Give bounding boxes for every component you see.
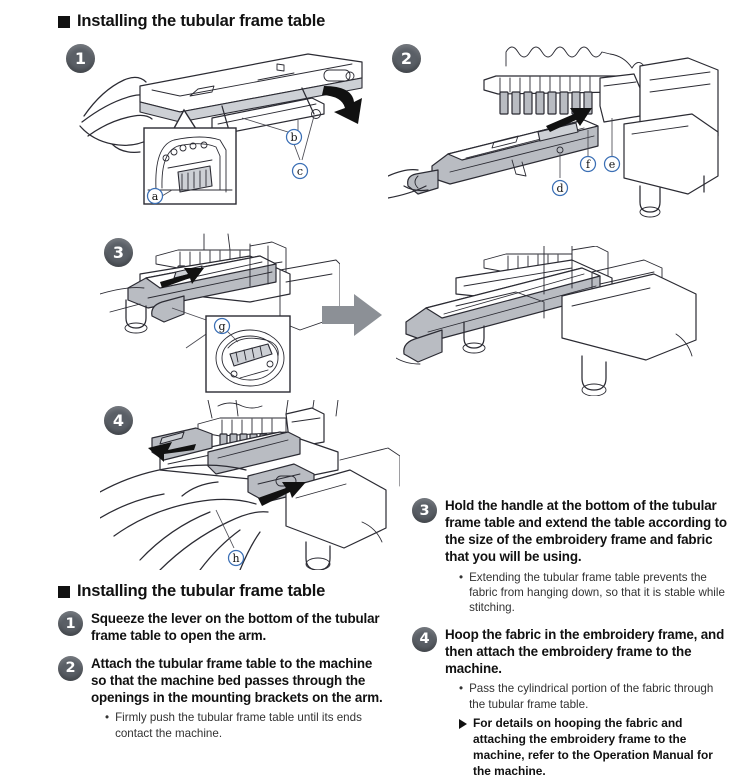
fabric-illustration [100, 464, 269, 570]
inset-detail-lever [143, 127, 237, 205]
top-heading-text: Installing the tubular frame table [77, 12, 326, 30]
extend-arrow-left-icon [148, 442, 196, 462]
tubular-frame-table [139, 53, 363, 140]
right-instruction-column: 3 Hold the handle at the bottom of the t… [412, 498, 732, 780]
step-note-text: Extending the tubular frame table preven… [469, 570, 725, 615]
figure-step-3-extended [396, 246, 750, 396]
callout-f: f [579, 155, 597, 173]
block-arrow-right-icon [322, 294, 382, 336]
figure-step-1: a b c [62, 40, 382, 220]
svg-text:g: g [218, 320, 225, 333]
svg-text:e: e [609, 158, 616, 171]
step-item-1: 1 Squeeze the lever on the bottom of the… [58, 611, 388, 645]
callout-c: c [291, 162, 309, 180]
square-bullet-icon [58, 15, 70, 28]
callout-g: g [213, 317, 231, 335]
step-title-2: Attach the tubular frame table to the ma… [91, 655, 383, 705]
bullet-dot-icon: • [105, 711, 110, 725]
svg-text:d: d [556, 182, 563, 195]
bullet-dot-icon: • [459, 682, 464, 696]
step-item-2: 2 Attach the tubular frame table to the … [58, 655, 388, 741]
figure-badge-3: 3 [104, 238, 133, 267]
step-note-text: Pass the cylindrical portion of the fabr… [469, 682, 714, 711]
callout-leaders [559, 118, 613, 178]
step-note-text: Firmly push the tubular frame table unti… [115, 711, 362, 740]
figure-step-3: g [100, 230, 340, 395]
step-badge-4: 4 [412, 626, 437, 652]
machine-base [455, 246, 697, 396]
step-item-4: 4 Hoop the fabric in the embroidery fram… [412, 626, 732, 780]
svg-text:a: a [152, 190, 159, 203]
step-note-3-1: • Extending the tubular frame table prev… [445, 570, 732, 616]
bottom-heading-text: Installing the tubular frame table [77, 582, 326, 600]
step-title-3: Hold the handle at the bottom of the tub… [445, 498, 727, 564]
step-title-4: Hoop the fabric in the embroidery frame,… [445, 626, 725, 676]
triangle-right-icon [459, 719, 467, 730]
callout-b: b [285, 128, 303, 146]
rotate-arrow-icon [322, 86, 362, 124]
callout-e: e [603, 155, 621, 173]
callout-d: d [551, 179, 569, 197]
step-note-4-2: For details on hooping the fabric and at… [445, 716, 732, 779]
svg-text:f: f [586, 158, 591, 171]
svg-text:h: h [232, 552, 239, 565]
left-instruction-column: Installing the tubular frame table 1 Squ… [58, 582, 388, 741]
callout-a: a [146, 187, 164, 205]
transition-arrow [322, 292, 384, 338]
step-badge-1: 1 [58, 611, 83, 636]
machine-base [285, 447, 400, 570]
figure-badge-4: 4 [104, 406, 133, 435]
step-item-3: 3 Hold the handle at the bottom of the t… [412, 498, 732, 616]
step-badge-2: 2 [58, 655, 83, 681]
bullet-dot-icon: • [459, 570, 464, 584]
tubular-frame-table [407, 119, 599, 195]
hand-illustration [388, 169, 429, 199]
square-bullet-icon [58, 585, 70, 598]
figure-step-4: h [100, 400, 400, 570]
machine-head [483, 46, 719, 218]
bottom-section-heading: Installing the tubular frame table [58, 582, 388, 601]
figure-step-2: d f e [388, 36, 750, 226]
figure-badge-1: 1 [66, 44, 95, 73]
svg-text:b: b [290, 131, 297, 144]
left-steps-list: 1 Squeeze the lever on the bottom of the… [58, 611, 388, 741]
manual-page: Installing the tubular frame table [58, 12, 750, 778]
step-badge-3: 3 [412, 498, 437, 523]
callout-h: h [227, 549, 245, 567]
extend-arrow-right-icon [258, 482, 306, 506]
right-steps-list: 3 Hold the handle at the bottom of the t… [412, 498, 732, 780]
insert-arrow-icon [546, 108, 592, 132]
svg-text:c: c [297, 165, 303, 178]
figure-badge-2: 2 [392, 44, 421, 73]
step-note-4-1: • Pass the cylindrical portion of the fa… [445, 681, 732, 712]
top-section-heading: Installing the tubular frame table [58, 12, 325, 31]
callout-leaders [241, 115, 315, 161]
slide-arrow-icon [160, 268, 204, 288]
step-note-text: For details on hooping the fabric and at… [473, 716, 713, 778]
step-note-2-1: • Firmly push the tubular frame table un… [91, 710, 388, 741]
step-title-1: Squeeze the lever on the bottom of the t… [91, 611, 380, 643]
